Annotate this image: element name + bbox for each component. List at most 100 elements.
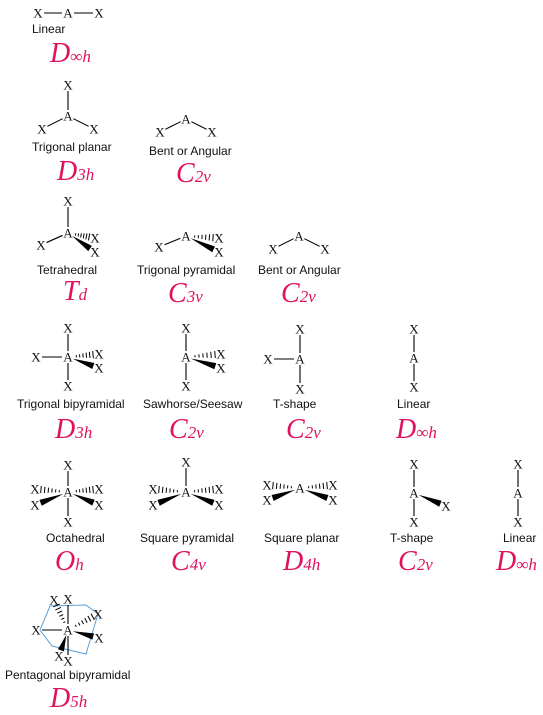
ligand-atom: X xyxy=(63,321,73,336)
central-atom: A xyxy=(409,351,419,366)
point-group-label: D3h xyxy=(55,414,93,445)
geometry-label: Bent or Angular xyxy=(258,263,341,277)
hashed-bond xyxy=(194,350,216,359)
hashed-bond xyxy=(272,481,292,490)
hashed-bond xyxy=(308,481,328,490)
wedge-bond xyxy=(190,358,217,370)
central-atom: A xyxy=(63,226,73,241)
point-group-label: C3v xyxy=(168,278,203,309)
ligand-atom: X xyxy=(63,515,73,530)
bond-line xyxy=(46,234,63,244)
ligand-atom: X xyxy=(214,245,224,260)
ligand-atom: X xyxy=(63,592,73,607)
point-group-label: D3h xyxy=(57,156,95,187)
point-group-label: C2v xyxy=(286,414,321,445)
point-group-label: D∞h xyxy=(496,546,537,577)
ligand-atom: X xyxy=(94,631,104,646)
ligand-atom: X xyxy=(181,379,191,394)
geometry-label: T-shape xyxy=(273,397,317,411)
wedge-bond xyxy=(72,493,95,506)
central-atom: A xyxy=(63,623,73,638)
central-atom: A xyxy=(181,485,191,500)
point-group-label: C2v xyxy=(281,278,316,309)
geometry-label: Linear xyxy=(32,22,66,36)
ligand-atom: X xyxy=(94,498,104,513)
geometry-label: Square planar xyxy=(264,531,340,545)
point-group-label: C2v xyxy=(169,414,204,445)
geometry-label: Linear xyxy=(503,531,537,545)
hashed-bond xyxy=(74,613,95,628)
ligand-atom: X xyxy=(94,482,104,497)
ligand-atom: X xyxy=(207,125,217,140)
ligand-atom: X xyxy=(54,649,64,664)
ligand-atom: X xyxy=(90,245,100,260)
ligand-atom: X xyxy=(63,458,73,473)
ligand-atom: X xyxy=(94,6,104,21)
hashed-bond xyxy=(75,350,94,359)
hashed-bond xyxy=(194,234,214,242)
geometry-label: Octahedral xyxy=(46,531,105,545)
geometry-label: Sawhorse/Seesaw xyxy=(143,397,243,411)
geometry-label: T-shape xyxy=(390,531,434,545)
geometry-label: Tetrahedral xyxy=(37,263,98,277)
wedge-bond xyxy=(72,235,92,252)
bond-line xyxy=(164,237,181,246)
point-group-label: Td xyxy=(63,276,88,307)
wedge-bond xyxy=(157,493,182,506)
wedge-bond xyxy=(271,489,296,501)
ligand-atom: X xyxy=(31,623,41,638)
ligand-atom: X xyxy=(295,382,305,397)
point-group-label: C2v xyxy=(176,158,211,189)
hashed-bond xyxy=(158,485,178,494)
geometry-label: Trigonal bipyramidal xyxy=(17,397,125,411)
ligand-atom: X xyxy=(36,238,46,253)
ligand-atom: X xyxy=(513,457,523,472)
point-group-label: C2v xyxy=(398,546,433,577)
wedge-bond xyxy=(72,631,94,640)
geometry-label: Bent or Angular xyxy=(149,144,232,158)
ligand-atom: X xyxy=(214,498,224,513)
central-atom: A xyxy=(63,485,73,500)
point-group-label: C4v xyxy=(171,546,206,577)
central-atom: A xyxy=(63,109,73,124)
ligand-atom: X xyxy=(181,321,191,336)
bond-line xyxy=(47,118,63,127)
point-group-label: D4h xyxy=(283,546,321,577)
ligand-atom: X xyxy=(268,242,278,257)
central-atom: A xyxy=(295,481,305,496)
ligand-atom: X xyxy=(409,380,419,395)
ligand-atom: X xyxy=(30,498,40,513)
bond-line xyxy=(304,238,320,247)
ligand-atom: X xyxy=(37,122,47,137)
wedge-bond xyxy=(190,238,215,253)
wedge-bond xyxy=(304,489,329,501)
bond-line xyxy=(165,121,181,130)
geometry-label: Trigonal planar xyxy=(32,140,112,154)
ligand-atom: X xyxy=(63,78,73,93)
hashed-bond xyxy=(53,603,66,624)
ligand-atom: X xyxy=(94,361,104,376)
ligand-atom: X xyxy=(63,379,73,394)
hashed-bond xyxy=(194,485,214,494)
ligand-atom: X xyxy=(148,498,158,513)
ligand-atom: X xyxy=(320,242,330,257)
ligand-atom: X xyxy=(155,125,165,140)
ligand-atom: X xyxy=(262,478,272,493)
central-atom: A xyxy=(181,229,191,244)
wedge-bond xyxy=(418,494,442,507)
geometry-label: Linear xyxy=(397,397,431,411)
point-group-label: D∞h xyxy=(50,38,91,69)
hashed-bond xyxy=(75,485,94,494)
wedge-bond xyxy=(72,358,95,370)
hashed-bond xyxy=(40,485,60,494)
geometry-label: Square pyramidal xyxy=(140,531,235,545)
central-atom: A xyxy=(295,352,305,367)
ligand-atom: X xyxy=(31,350,41,365)
ligand-atom: X xyxy=(94,347,104,362)
ligand-atom: X xyxy=(216,347,226,362)
ligand-atom: X xyxy=(63,194,73,209)
ligand-atom: X xyxy=(409,322,419,337)
wedge-bond xyxy=(190,493,215,506)
hashed-bond xyxy=(74,233,91,241)
